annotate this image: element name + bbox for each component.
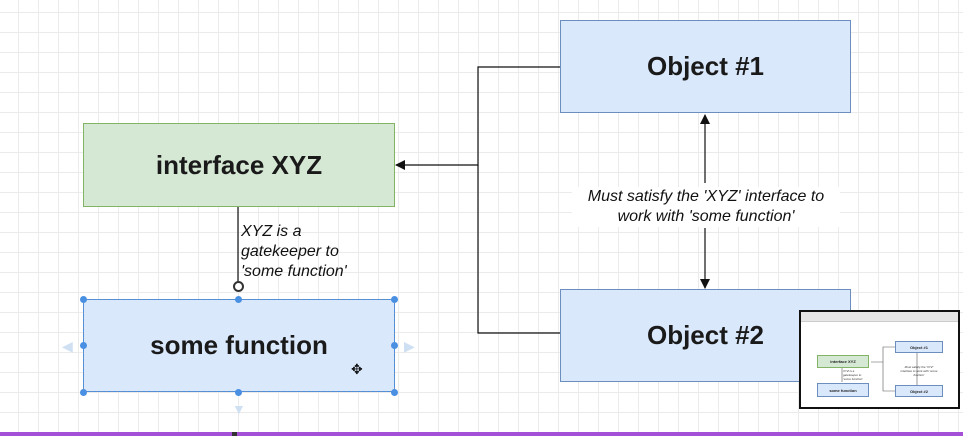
expand-arrow-icon[interactable]: ▼ bbox=[232, 401, 246, 417]
node-object2-label: Object #2 bbox=[646, 320, 765, 350]
thumbnail-gatekeeper-label: XYZ is a gatekeeper to 'some function' bbox=[843, 369, 863, 381]
resize-handle-se[interactable] bbox=[391, 389, 398, 396]
resize-handle-n[interactable] bbox=[235, 296, 242, 303]
move-cursor-icon: ✥ bbox=[351, 361, 363, 377]
node-object1-label: Object #1 bbox=[646, 51, 765, 81]
node-some-function-label: some function bbox=[150, 330, 328, 360]
thumbnail-must-satisfy-label: Must satisfy the 'XYZ' interface to work… bbox=[900, 365, 938, 377]
thumbnail-connectors bbox=[841, 346, 918, 392]
thumbnail-object1: Object #1 bbox=[895, 341, 943, 353]
node-interface-xyz[interactable]: interface XYZ bbox=[83, 123, 395, 207]
thumbnail-interface: interface XYZ bbox=[817, 355, 869, 368]
thumbnail-object2: Object #2 bbox=[895, 385, 943, 397]
progress-marker bbox=[232, 432, 237, 436]
expand-arrow-icon[interactable]: ◀ bbox=[62, 338, 73, 354]
label-gatekeeper: XYZ is a gatekeeper to 'some function' bbox=[241, 223, 347, 280]
node-interface-label: interface XYZ bbox=[155, 149, 323, 180]
resize-handle-nw[interactable] bbox=[80, 296, 87, 303]
thumbnail-toolbar bbox=[801, 312, 958, 322]
resize-handle-w[interactable] bbox=[80, 342, 87, 349]
thumbnail-some-function: some function bbox=[817, 383, 869, 397]
resize-handle-sw[interactable] bbox=[80, 389, 87, 396]
progress-bar bbox=[0, 432, 963, 436]
node-object1[interactable]: Object #1 bbox=[560, 20, 851, 113]
resize-handle-e[interactable] bbox=[391, 342, 398, 349]
thumbnail-preview[interactable]: interface XYZ Object #1 Object #2 some f… bbox=[799, 310, 960, 409]
label-must-satisfy: Must satisfy the 'XYZ' interface to work… bbox=[572, 187, 840, 227]
resize-handle-s[interactable] bbox=[235, 389, 242, 396]
connector-object2-to-interface bbox=[477, 165, 560, 334]
connector-object1-to-interface bbox=[395, 66, 560, 170]
connection-anchor-icon[interactable] bbox=[233, 281, 244, 292]
node-some-function[interactable]: some function bbox=[83, 299, 395, 392]
resize-handle-ne[interactable] bbox=[391, 296, 398, 303]
expand-arrow-icon[interactable]: ▶ bbox=[404, 338, 415, 354]
